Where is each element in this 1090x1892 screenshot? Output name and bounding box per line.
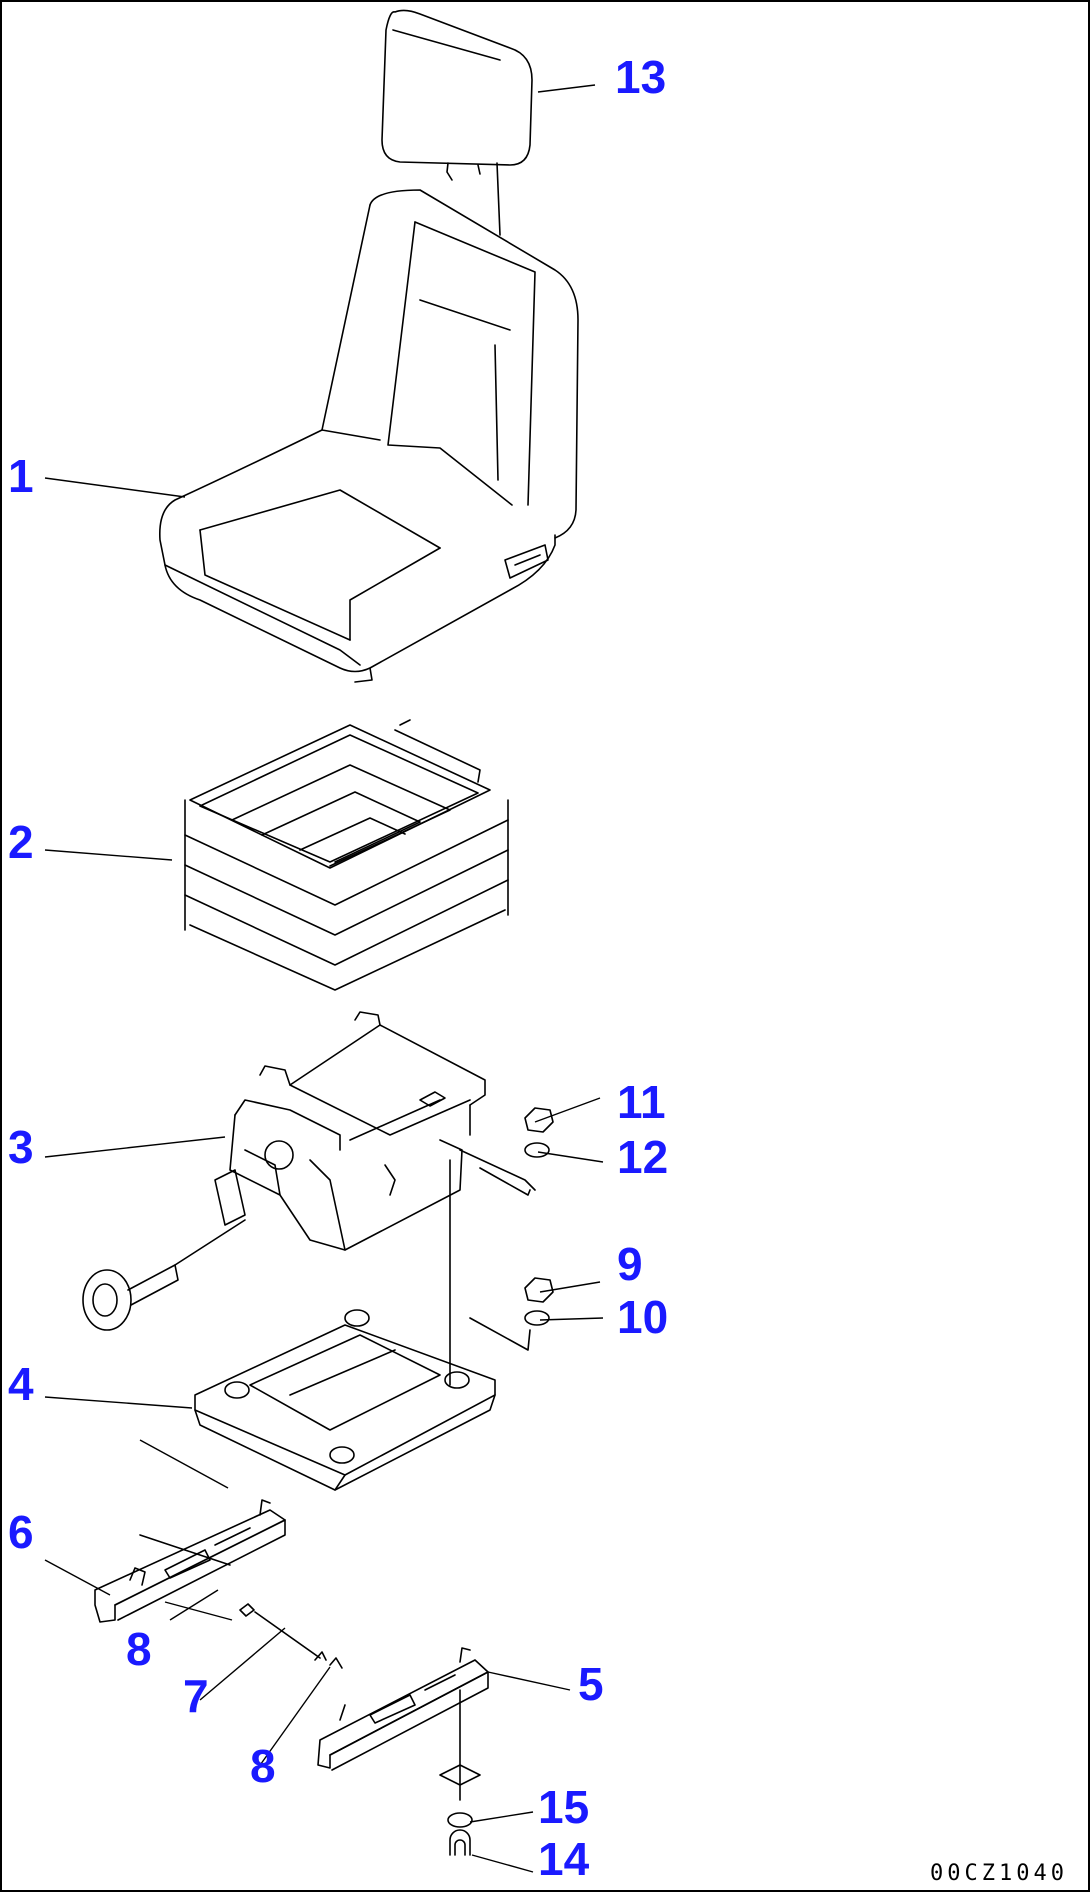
part-rail-left [94, 1499, 286, 1623]
callout-13: 13 [615, 51, 666, 103]
callout-8b: 8 [250, 1740, 276, 1792]
callout-14: 14 [538, 1833, 590, 1885]
diagram-code: 00CZ1040 [930, 1861, 1068, 1886]
callout-5: 5 [578, 1658, 604, 1710]
callout-3: 3 [8, 1121, 34, 1173]
callout-4: 4 [8, 1358, 34, 1410]
callout-9: 9 [617, 1238, 643, 1290]
part-suspension [82, 1011, 536, 1386]
callout-labels: 1 2 3 4 6 8 7 8 5 11 12 9 10 13 15 14 [8, 51, 668, 1885]
part-bracket-clip [439, 1764, 481, 1856]
part-base-plate [194, 1309, 496, 1491]
leader-lines [44, 84, 604, 1873]
callout-10: 10 [617, 1291, 668, 1343]
callout-8a: 8 [126, 1623, 152, 1675]
callout-1: 1 [8, 450, 34, 502]
part-headrest [381, 9, 533, 236]
part-seat [158, 189, 579, 683]
part-bellows [184, 719, 509, 991]
part-nuts-washers [469, 1107, 554, 1351]
callout-11: 11 [617, 1076, 666, 1128]
callout-15: 15 [538, 1781, 589, 1833]
callout-12: 12 [617, 1131, 668, 1183]
part-pin [239, 1603, 343, 1669]
part-rail-right [317, 1647, 489, 1801]
callout-6: 6 [8, 1506, 34, 1558]
callout-2: 2 [8, 816, 34, 868]
callout-7: 7 [183, 1670, 209, 1722]
